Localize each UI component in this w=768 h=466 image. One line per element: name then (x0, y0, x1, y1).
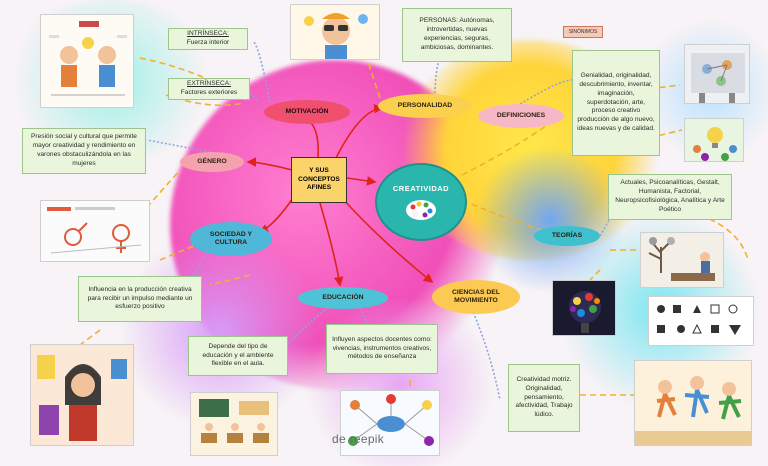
definicion-text: Genialidad, originalidad, descubrimiento… (577, 71, 655, 133)
personas-box: PERSONAS: Autónomas, introvertidas, nuev… (402, 8, 512, 62)
sinonimos-tag: SINÓNIMOS (563, 26, 603, 38)
shapes-test-illustration (648, 296, 754, 346)
motivation-illustration (40, 14, 134, 108)
arrow-to-creatividad (346, 176, 377, 186)
extrinseca-text: Factores exteriores (180, 89, 238, 96)
tree-person-illustration (640, 232, 724, 288)
brain-network-illustration (684, 44, 750, 104)
lightbulb-people-illustration (684, 118, 744, 162)
arrow-to-personalidad (334, 103, 384, 161)
arrow-to-ciencias (341, 197, 434, 284)
motriz-box: Creatividad motriz. Originalidad, pensam… (508, 364, 580, 432)
extrinseca-box: EXTRÍNSECA: Factores exteriores (168, 78, 250, 100)
genero-text: Presión social y cultural que permite ma… (31, 133, 137, 167)
arrow-to-genero (246, 157, 293, 171)
definiciones-node[interactable]: DEFINICIONES (478, 104, 564, 128)
central-concepts-node[interactable]: Y SUS CONCEPTOS AFINES (291, 157, 347, 203)
creatividad-node[interactable]: CREATIVIDAD (375, 163, 467, 241)
personalidad-node[interactable]: PERSONALIDAD (378, 94, 472, 118)
arrow-to-sociedad (258, 194, 296, 233)
teorias-text: Actuales, Psicoanalíticas, Gestalt, Huma… (615, 179, 725, 213)
sociedad-node[interactable]: SOCIEDAD Y CULTURA (190, 222, 272, 256)
educacion-text: Depende del tipo de educación y el ambie… (202, 342, 274, 368)
motivacion-label: MOTIVACIÓN (285, 107, 329, 115)
central-concepts-label: Y SUS CONCEPTOS AFINES (298, 167, 340, 192)
arrow-to-educacion (319, 202, 344, 287)
ciencias-label: CIENCIAS DEL MOVIMIENTO (452, 288, 500, 304)
genero-label: GÉNERO (197, 157, 227, 165)
genero-node[interactable]: GÉNERO (180, 152, 244, 172)
sociedad-label: SOCIEDAD Y CULTURA (209, 230, 253, 246)
definiciones-label: DEFINICIONES (496, 111, 546, 119)
educacion-box: Depende del tipo de educación y el ambie… (188, 336, 288, 376)
ciencias-node[interactable]: CIENCIAS DEL MOVIMIENTO (432, 280, 520, 314)
docentes-box: Influyen aspectos docentes como: vivenci… (326, 324, 438, 374)
definicion-box: Genialidad, originalidad, descubrimiento… (572, 50, 660, 156)
extrinseca-title: EXTRÍNSECA: (187, 80, 231, 88)
intrinseca-title: INTRÍNSECA: (187, 30, 229, 38)
creatividad-label: CREATIVIDAD (392, 183, 450, 193)
dancing-kids-illustration (634, 360, 752, 446)
intrinseca-box: INTRÍNSECA: Fuerza interior (168, 28, 248, 50)
artist-woman-illustration (30, 344, 134, 446)
genero-box: Presión social y cultural que permite ma… (22, 128, 146, 174)
mindmap-illustration (340, 390, 440, 456)
intrinseca-text: Fuerza interior (186, 39, 230, 46)
motriz-text: Creatividad motriz. Originalidad, pensam… (515, 375, 573, 419)
teorias-box: Actuales, Psicoanalíticas, Gestalt, Huma… (608, 174, 732, 220)
personalidad-label: PERSONALIDAD (397, 101, 453, 109)
classroom-illustration (190, 392, 278, 456)
teorias-node[interactable]: TEORÍAS (534, 226, 600, 246)
watermark-text: de reepik (332, 432, 385, 446)
sinonimos-label: SINÓNIMOS (568, 29, 598, 35)
colorful-brain-illustration (552, 280, 616, 336)
motivacion-node[interactable]: MOTIVACIÓN (264, 100, 350, 124)
creative-kid-illustration (290, 4, 380, 60)
personas-text: PERSONAS: Autónomas, introvertidas, nuev… (419, 17, 495, 51)
educacion-label: EDUCACIÓN (322, 293, 364, 301)
docentes-text: Influyen aspectos docentes como: vivenci… (332, 335, 432, 361)
teorias-label: TEORÍAS (551, 231, 583, 239)
sociedad-text: Influencia en la producción creativa par… (87, 285, 193, 311)
educacion-node[interactable]: EDUCACIÓN (298, 287, 388, 309)
gender-symbols-illustration (40, 200, 150, 262)
sociedad-box: Influencia en la producción creativa par… (78, 276, 202, 322)
palette-icon (406, 199, 436, 220)
